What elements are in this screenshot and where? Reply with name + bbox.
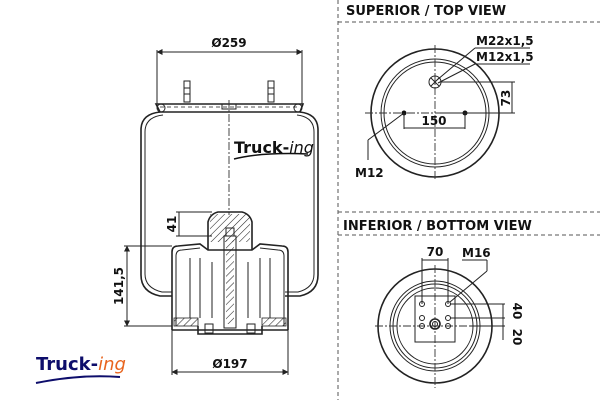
top-studs	[183, 80, 275, 103]
center-thread-label: M12x1,5	[476, 50, 534, 64]
bolt-spacing-label: 150	[421, 114, 446, 128]
top-view: SUPERIOR / TOP VIEW 150 73 M22x1,5 M12x1…	[346, 4, 534, 180]
top-view-title: SUPERIOR / TOP VIEW	[346, 4, 506, 19]
air-thread-label: M22x1,5	[476, 34, 534, 48]
stud-thread-label: M12	[355, 166, 384, 180]
brand-logo: Truck-ing	[35, 354, 126, 384]
svg-text:Truck-ing: Truck-ing	[234, 138, 314, 157]
panel-borders	[337, 0, 600, 400]
hole-spacing-label: 70	[427, 245, 444, 259]
logo-main: Truck-	[36, 354, 98, 375]
offset-20-label: 20	[510, 329, 524, 346]
bottom-diameter-label: Ø197	[212, 357, 247, 371]
bumper-height-label: 41	[165, 216, 179, 233]
side-view: Ø259	[112, 36, 319, 375]
bottom-view-title: INFERIOR / BOTTOM VIEW	[343, 219, 532, 234]
watermark-main: Truck-	[234, 138, 289, 157]
logo-suffix: ing	[98, 354, 126, 375]
piston-height-label: 141,5	[112, 267, 126, 305]
brand-watermark: Truck-ing	[233, 138, 314, 160]
bottom-view: INFERIOR / BOTTOM VIEW 70 M16 40 2	[343, 219, 532, 388]
top-diameter-label: Ø259	[211, 36, 246, 50]
svg-text:Truck-ing: Truck-ing	[36, 354, 126, 375]
stud-m16-label: M16	[462, 246, 491, 260]
offset-40-label: 40	[510, 303, 524, 320]
offset-label: 73	[499, 90, 513, 107]
watermark-suffix: ing	[289, 138, 314, 157]
